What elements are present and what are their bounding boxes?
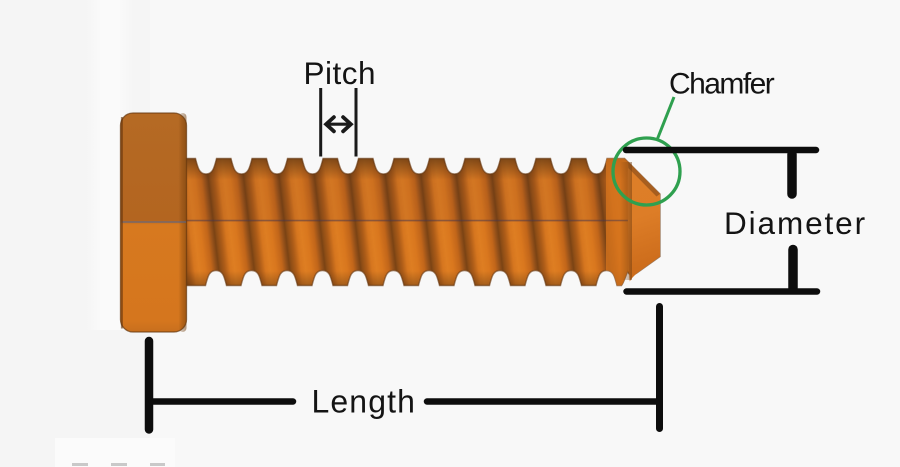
svg-text:Length: Length bbox=[312, 384, 416, 420]
svg-text:Chamfer: Chamfer bbox=[669, 68, 775, 101]
svg-text:Pitch: Pitch bbox=[304, 55, 377, 91]
svg-text:Diameter: Diameter bbox=[724, 205, 867, 241]
